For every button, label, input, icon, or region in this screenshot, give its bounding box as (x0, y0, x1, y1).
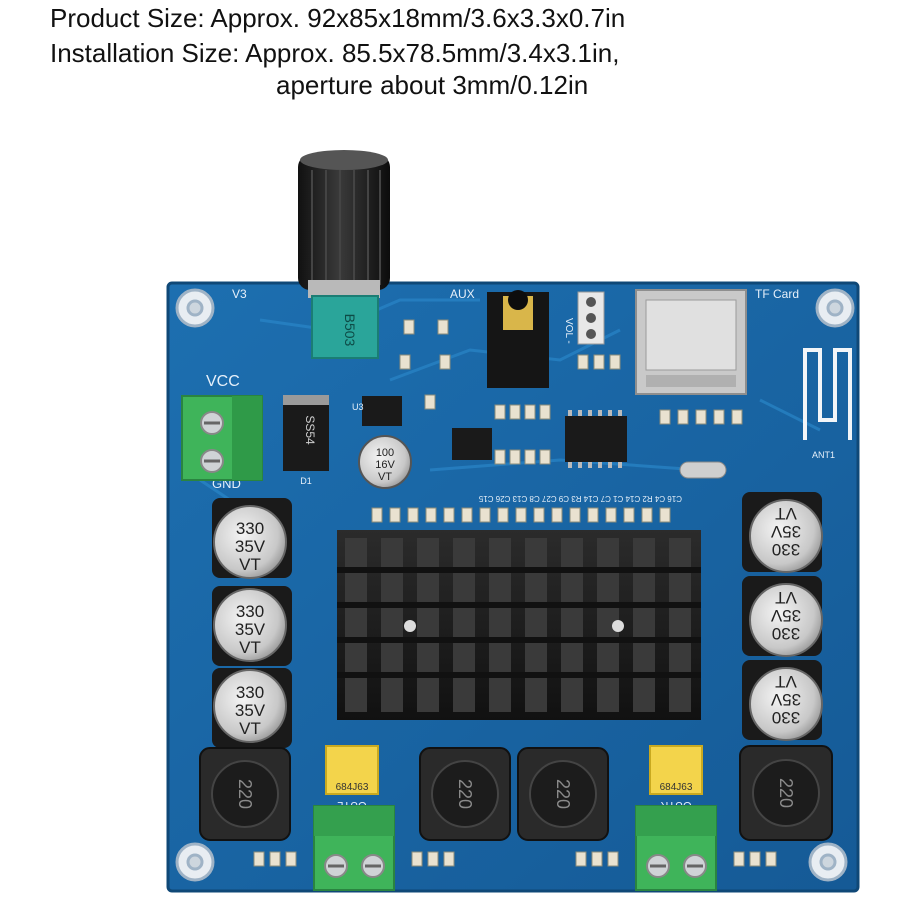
capacitor-100uf: 100 16V VT (358, 435, 412, 489)
capacitor-left-2: 330 35V VT (212, 586, 292, 666)
svg-text:330: 330 (236, 683, 264, 702)
svg-text:SS54: SS54 (303, 415, 317, 445)
svg-text:35V: 35V (770, 606, 801, 625)
film-capacitor-left: 684J63 (325, 745, 379, 795)
svg-text:35V: 35V (770, 690, 801, 709)
product-photo: B503 V3 AUX TF Card VCC GND SS54 D1 U3 1… (0, 100, 911, 911)
svg-text:330: 330 (236, 602, 264, 621)
capacitor-left-3: 330 35V VT (212, 668, 292, 748)
svg-text:220: 220 (235, 779, 255, 809)
svg-text:684J63: 684J63 (336, 782, 369, 793)
svg-text:220: 220 (455, 779, 475, 809)
film-capacitor-right: 684J63 (649, 745, 703, 795)
caption-installation-size: Installation Size: Approx. 85.5x78.5mm/3… (50, 38, 620, 68)
vol-header: VOL - (563, 291, 605, 345)
inductors: 220 220 220 220 (199, 745, 833, 841)
capacitor-right-1: 330 35V VT (742, 492, 823, 573)
svg-text:220: 220 (776, 778, 796, 808)
tf-card-slot (635, 289, 747, 395)
mounting-holes (175, 288, 855, 882)
aux-jack (487, 290, 549, 388)
output-terminal-right (635, 805, 717, 891)
capacitor-right-2: 330 35V VT (742, 576, 823, 657)
svg-text:VT: VT (775, 672, 797, 691)
svg-text:684J63: 684J63 (660, 782, 693, 793)
svg-text:35V: 35V (235, 701, 266, 720)
svg-text:35V: 35V (235, 537, 266, 556)
caption-aperture: aperture about 3mm/0.12in (276, 70, 589, 100)
svg-text:330: 330 (236, 519, 264, 538)
volume-knob: B503 (298, 150, 390, 359)
ic-bluetooth (565, 416, 627, 462)
smd-row-labels: C16 C4 R2 C14 C1 C7 C14 R3 C9 C27 C8 C13… (478, 494, 682, 503)
capacitor-left-1: 330 35V VT (212, 498, 292, 579)
pot-label: B503 (342, 314, 358, 347)
capacitors-left: 330 35V VT 330 35V VT 330 35V VT (212, 498, 292, 748)
ic-small (452, 428, 492, 460)
output-terminal-left (313, 805, 395, 891)
svg-text:D1: D1 (300, 476, 312, 486)
label-v3: V3 (232, 287, 247, 301)
smd-components (371, 319, 743, 523)
inductor-1: 220 (199, 747, 291, 841)
heatsink (337, 530, 701, 720)
label-tf-card: TF Card (755, 287, 799, 301)
svg-text:35V: 35V (235, 620, 266, 639)
label-vcc: VCC (206, 373, 240, 390)
capacitors-right: 330 35V VT 330 35V VT 330 35V VT (742, 492, 823, 741)
svg-text:VT: VT (239, 719, 261, 738)
svg-text:VT: VT (775, 504, 797, 523)
svg-text:VOL -: VOL - (563, 318, 574, 344)
antenna (803, 348, 852, 440)
svg-text:VT: VT (775, 588, 797, 607)
potentiometer (311, 295, 379, 359)
inductor-4: 220 (739, 745, 833, 841)
crystal (679, 461, 727, 479)
caption-product-size: Product Size: Approx. 92x85x18mm/3.6x3.3… (50, 3, 626, 33)
svg-text:330: 330 (772, 540, 800, 559)
label-aux: AUX (450, 287, 475, 301)
svg-text:35V: 35V (770, 522, 801, 541)
svg-text:U3: U3 (352, 402, 364, 412)
diode-ss54: SS54 D1 (283, 395, 329, 486)
inductor-2: 220 (419, 747, 511, 841)
capacitor-right-3: 330 35V VT (742, 660, 823, 741)
caption: Product Size: Approx. 92x85x18mm/3.6x3.3… (0, 0, 911, 100)
svg-text:16V: 16V (375, 459, 395, 471)
power-terminal (181, 395, 263, 481)
inductor-3: 220 (517, 747, 609, 841)
svg-text:VT: VT (378, 471, 392, 483)
svg-text:330: 330 (772, 624, 800, 643)
svg-text:100: 100 (376, 447, 394, 459)
svg-text:220: 220 (553, 779, 573, 809)
svg-text:VT: VT (239, 555, 261, 574)
amplifier-board-illustration: B503 V3 AUX TF Card VCC GND SS54 D1 U3 1… (166, 150, 860, 893)
svg-text:ANT1: ANT1 (812, 450, 835, 460)
svg-text:VT: VT (239, 638, 261, 657)
regulator-u3 (362, 396, 402, 426)
svg-text:330: 330 (772, 708, 800, 727)
